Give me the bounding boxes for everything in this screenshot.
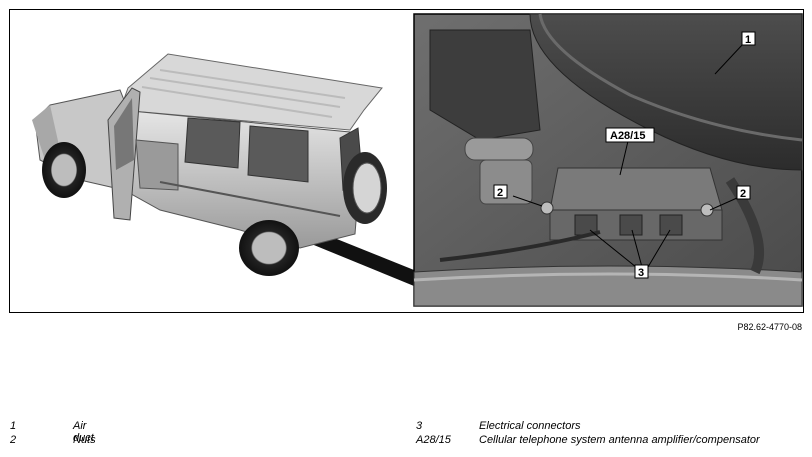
legend-text: Nuts xyxy=(73,434,96,446)
legend-key: 2 xyxy=(10,434,17,446)
legend-key: A28/15 xyxy=(416,434,451,446)
legend-text: Air duct xyxy=(73,420,94,444)
callout-nuts-right: 2 xyxy=(740,188,746,200)
illustration: 1 A28/15 2 2 3 xyxy=(32,13,803,307)
callout-air-duct: 1 xyxy=(745,34,751,46)
callout-connectors: 3 xyxy=(638,267,644,279)
legend-key: 3 xyxy=(416,420,423,432)
detail-photo: 1 A28/15 2 2 3 xyxy=(413,13,803,307)
figure-reference-code: P82.62-4770-08 xyxy=(737,322,802,332)
legend-text: Electrical connectors xyxy=(479,420,581,432)
callout-nuts-left: 2 xyxy=(497,187,503,199)
vehicle-drawing xyxy=(32,53,414,286)
illustration-frame: 1 A28/15 2 2 3 xyxy=(9,9,804,313)
legend-key: 1 xyxy=(10,420,17,432)
legend-text: Cellular telephone system antenna amplif… xyxy=(479,434,760,446)
callout-amplifier: A28/15 xyxy=(610,130,645,142)
